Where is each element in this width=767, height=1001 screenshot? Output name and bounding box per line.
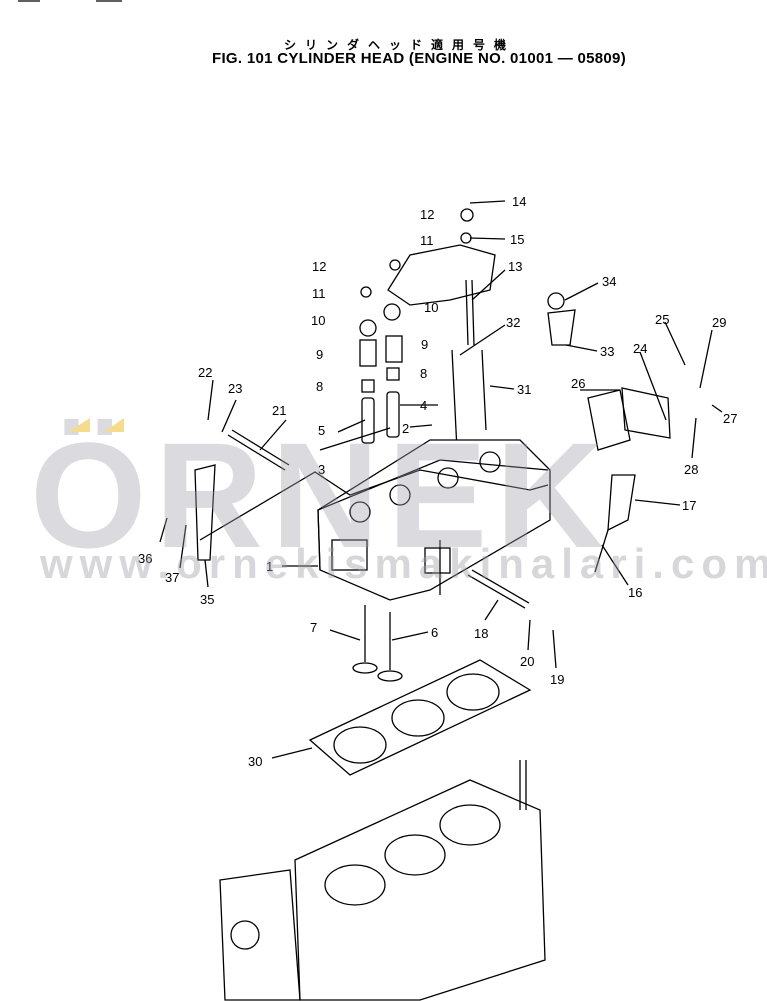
callout-24: 24 [633,341,647,356]
callout-12: 12 [312,259,326,274]
watermark-url: www.ornekismakinalari.com.tr [40,540,767,587]
callout-7: 7 [310,620,317,635]
watermark-brand: ÖRNEK [30,411,612,579]
callout-14: 14 [512,194,526,209]
callout-29: 29 [712,315,726,330]
callout-37: 37 [165,570,179,585]
callout-11: 11 [420,233,434,248]
callout-9: 9 [421,337,428,352]
callout-27: 27 [723,411,737,426]
callout-22: 22 [198,365,212,380]
callout-25: 25 [655,312,669,327]
callout-11: 11 [312,286,326,301]
callout-15: 15 [510,232,524,247]
callout-8: 8 [316,379,323,394]
callout-10: 10 [424,300,438,315]
callout-31: 31 [517,382,531,397]
callout-35: 35 [200,592,214,607]
callout-8: 8 [420,366,427,381]
callout-21: 21 [272,403,286,418]
callout-20: 20 [520,654,534,669]
callout-19: 19 [550,672,564,687]
callout-9: 9 [316,347,323,362]
figure-title: FIG. 101 CYLINDER HEAD (ENGINE NO. 01001… [212,50,626,67]
callout-33: 33 [600,344,614,359]
callout-23: 23 [228,381,242,396]
callout-36: 36 [138,551,152,566]
callout-13: 13 [508,259,522,274]
callout-5: 5 [318,423,325,438]
callout-4: 4 [420,398,427,413]
callout-30: 30 [248,754,262,769]
callout-6: 6 [431,625,438,640]
callout-2: 2 [402,421,409,436]
callout-18: 18 [474,626,488,641]
callout-1: 1 [266,559,273,574]
callout-12: 12 [420,207,434,222]
callout-3: 3 [318,462,325,477]
callout-10: 10 [311,313,325,328]
callout-17: 17 [682,498,696,513]
callout-32: 32 [506,315,520,330]
callout-34: 34 [602,274,616,289]
callout-16: 16 [628,585,642,600]
callout-26: 26 [571,376,585,391]
callout-28: 28 [684,462,698,477]
japanese-title: シリンダヘッド適用号機 [284,38,516,52]
